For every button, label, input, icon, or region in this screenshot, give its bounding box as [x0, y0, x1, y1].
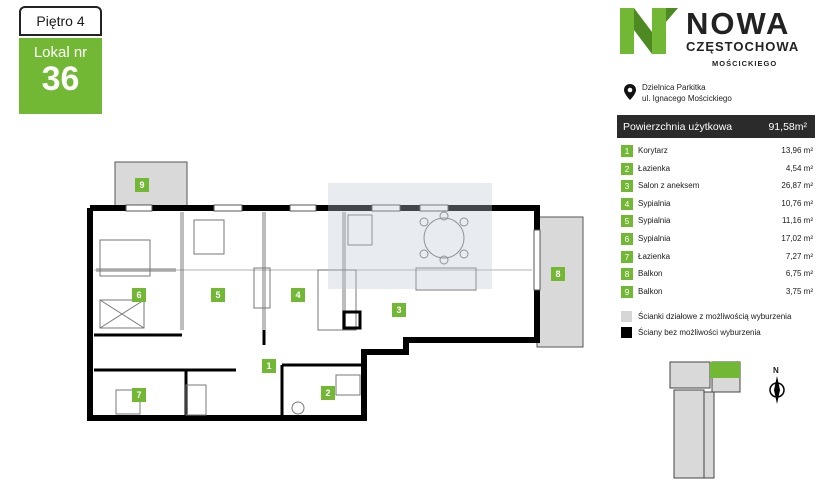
- room-name: Balkon: [638, 269, 663, 279]
- room-name: Korytarz: [638, 146, 668, 155]
- area-table-row: 9 Balkon 3,75 m²: [617, 284, 815, 302]
- floor-label: Piętro 4: [19, 6, 102, 36]
- room-name: Sypialnia: [638, 216, 671, 226]
- room-name: Salon z aneksem: [638, 181, 700, 191]
- room-area: 6,75 m²: [785, 269, 813, 279]
- area-table-row: 7 Łazienka 7,27 m²: [617, 249, 815, 267]
- room-label-9: 9: [135, 178, 149, 192]
- brand-district: MOŚCICKIEGO: [712, 59, 778, 68]
- legend-fixed-walls: Ściany bez możliwości wyburzenia: [617, 327, 815, 339]
- brand-logo-icon: [620, 8, 678, 54]
- room-number-badge: 3: [621, 180, 633, 193]
- area-table-row: 2 Łazienka 4,54 m²: [617, 161, 815, 179]
- room-label-6: 6: [132, 288, 146, 302]
- room-number-badge: 7: [621, 250, 633, 263]
- address-line-1: Dzielnica Parkitka: [642, 83, 706, 92]
- room-number-badge: 9: [621, 285, 633, 298]
- room-name: Sypialnia: [638, 234, 671, 243]
- watermark: [328, 183, 492, 289]
- unit-number: 36: [41, 60, 80, 98]
- compass-icon: [769, 376, 785, 404]
- location-pin-icon: [624, 84, 636, 100]
- room-name: Łazienka: [638, 163, 671, 173]
- area-table-row: 3 Salon z aneksem 26,87 m²: [617, 178, 815, 196]
- room-number-badge: 6: [621, 233, 633, 245]
- room-number-badge: 2: [621, 162, 633, 175]
- legend-removable-walls: Ścianki działowe z możliwością wyburzeni…: [617, 311, 815, 323]
- room-area: 3,75 m²: [785, 286, 813, 296]
- unit-badge: Lokal nr 36: [19, 38, 102, 114]
- legend-text: Ściany bez możliwości wyburzenia: [638, 328, 761, 337]
- room-label-3: 3: [392, 303, 406, 317]
- usable-area-label: Powierzchnia użytkowa: [623, 121, 733, 133]
- room-label-8: 8: [551, 267, 565, 281]
- area-table-row: 4 Sypialnia 10,76 m²: [617, 196, 815, 214]
- room-number-badge: 5: [621, 215, 633, 228]
- room-number-badge: 1: [621, 145, 633, 157]
- area-table-row: 8 Balkon 6,75 m²: [617, 266, 815, 284]
- legend-swatch-black: [621, 327, 632, 338]
- room-number-badge: 4: [621, 197, 633, 210]
- usable-area-value: 91,58m²: [768, 121, 807, 133]
- unit-label: Lokal nr: [33, 44, 88, 61]
- room-area: 4,54 m²: [785, 163, 813, 173]
- room-name: Sypialnia: [638, 198, 671, 208]
- room-label-1: 1: [262, 359, 276, 373]
- compass-label: N: [773, 366, 779, 375]
- room-area: 13,96 m²: [781, 146, 813, 155]
- room-area: 10,76 m²: [781, 198, 813, 208]
- unit-location-highlight: [710, 362, 740, 378]
- room-number-badge: 8: [621, 268, 633, 281]
- area-table-row: 6 Sypialnia 17,02 m²: [617, 231, 815, 249]
- address-line-2: ul. Ignacego Mościckiego: [642, 94, 732, 103]
- legend-swatch-gray: [621, 311, 632, 322]
- room-area: 17,02 m²: [781, 234, 813, 243]
- building-key-plan: [669, 361, 741, 479]
- brand-name: NOWA: [686, 6, 791, 41]
- room-area: 11,16 m²: [782, 216, 813, 226]
- room-label-4: 4: [291, 288, 305, 302]
- room-label-2: 2: [321, 386, 335, 400]
- address: Dzielnica Parkitka ul. Ignacego Mościcki…: [642, 82, 732, 104]
- room-name: Balkon: [638, 286, 663, 296]
- room-name: Łazienka: [638, 251, 671, 261]
- room-label-5: 5: [211, 288, 225, 302]
- room-area: 26,87 m²: [781, 181, 813, 191]
- legend-text: Ścianki działowe z możliwością wyburzeni…: [638, 312, 792, 321]
- room-label-7: 7: [132, 388, 146, 402]
- usable-area-header: Powierzchnia użytkowa 91,58m²: [617, 115, 815, 138]
- room-area: 7,27 m²: [785, 251, 813, 261]
- floor-plan: [87, 161, 584, 421]
- area-table-row: 1 Korytarz 13,96 m²: [617, 143, 815, 161]
- brand-city: CZĘSTOCHOWA: [686, 39, 800, 54]
- area-table-row: 5 Sypialnia 11,16 m²: [617, 213, 815, 231]
